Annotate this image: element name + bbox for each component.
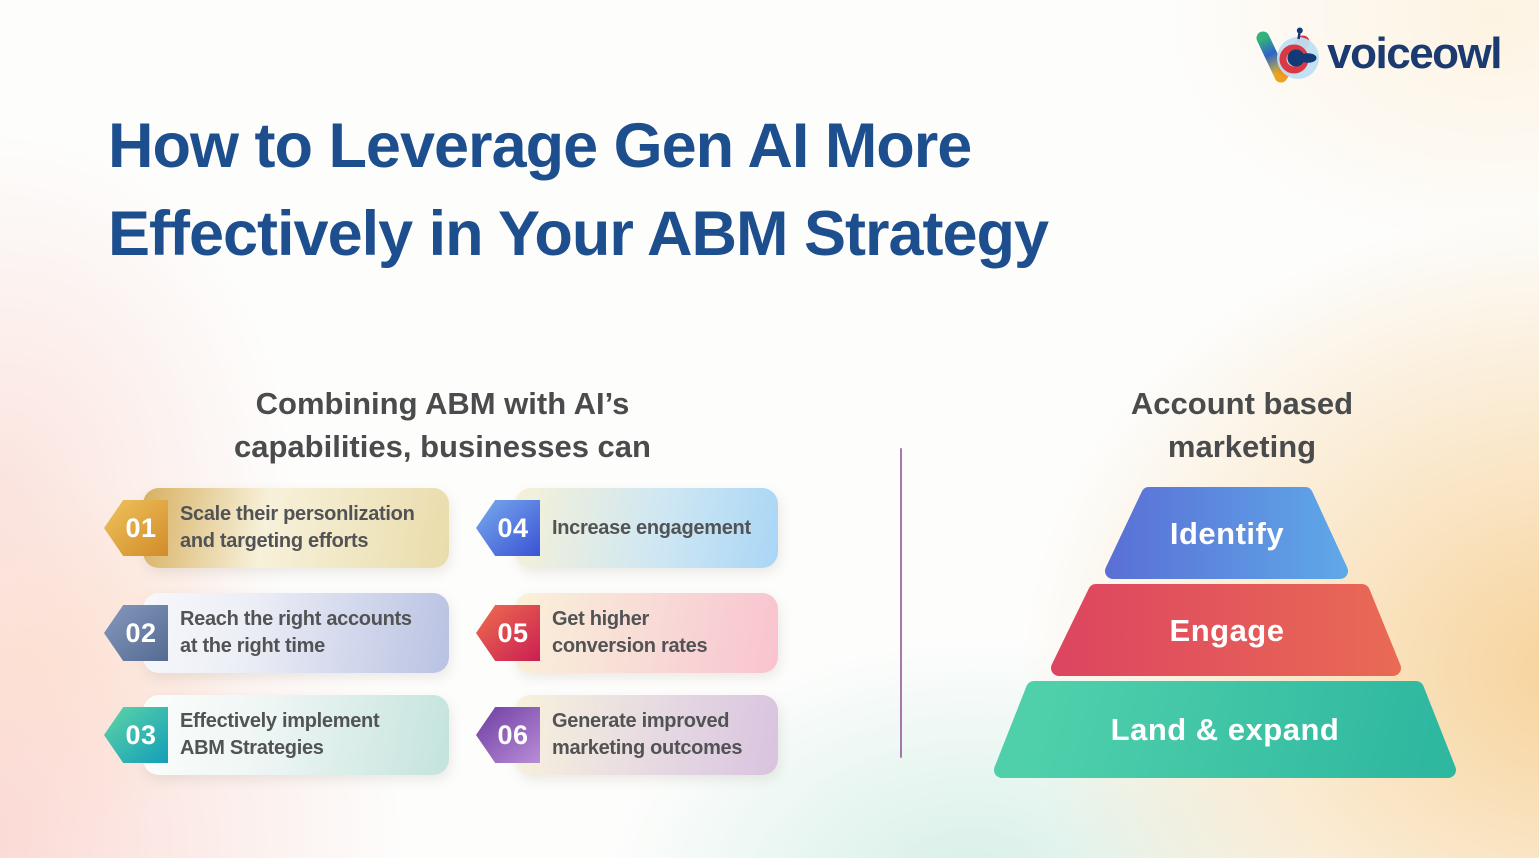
benefit-text: Effectively implement ABM Strategies [180, 708, 380, 762]
benefit-text-line: Increase engagement [552, 516, 751, 539]
benefit-card: Generate improved marketing outcomes [515, 695, 778, 775]
number-badge: 04 [476, 500, 540, 556]
benefit-item-02: Reach the right accounts at the right ti… [104, 593, 450, 673]
brand-logo: voiceowl [1251, 18, 1502, 90]
tier-label-land-expand: Land & expand [1111, 712, 1340, 747]
tier-label-identify: Identify [1170, 516, 1284, 551]
pyramid-tier-land-expand: Land & expand [994, 681, 1456, 778]
brand-wordmark: voiceowl [1327, 29, 1502, 78]
benefit-text-line: marketing outcomes [552, 737, 743, 759]
voiceowl-logo-icon [1256, 27, 1320, 83]
benefit-text-line: conversion rates [552, 635, 708, 657]
number-badge: 01 [104, 500, 168, 556]
benefit-card: Get higher conversion rates [515, 593, 778, 673]
section-divider [900, 448, 902, 758]
benefit-text: Reach the right accounts at the right ti… [180, 606, 412, 660]
badge-number: 02 [125, 617, 157, 648]
tier-label-engage: Engage [1170, 613, 1285, 648]
benefit-card: Increase engagement [515, 488, 778, 568]
page-title: How to Leverage Gen AI More Effectively … [108, 102, 1049, 278]
benefit-text: Get higher conversion rates [552, 606, 708, 660]
number-badge: 03 [104, 707, 168, 763]
benefit-text-line: Scale their personlization [180, 503, 415, 525]
page-title-line2: Effectively in Your ABM Strategy [108, 199, 1049, 269]
left-heading-line1: Combining ABM with AI’s [255, 386, 630, 421]
badge-number: 03 [125, 719, 157, 750]
benefit-text: Increase engagement [552, 515, 751, 542]
badge-number: 06 [497, 719, 529, 750]
badge-number: 01 [125, 512, 157, 543]
benefit-text-line: and targeting efforts [180, 530, 369, 552]
badge-number: 04 [497, 512, 529, 543]
benefit-item-04: Increase engagement 04 [476, 488, 778, 568]
pyramid-tier-engage: Engage [1051, 584, 1401, 676]
benefit-item-03: Effectively implement ABM Strategies 03 [104, 695, 450, 775]
left-heading-line2: capabilities, businesses can [234, 429, 651, 464]
left-section-heading: Combining ABM with AI’s capabilities, bu… [170, 382, 715, 468]
number-badge: 05 [476, 605, 540, 661]
benefit-text-line: ABM Strategies [180, 737, 324, 759]
number-badge: 02 [104, 605, 168, 661]
benefit-text-line: Effectively implement [180, 710, 380, 732]
benefit-text-line: Reach the right accounts [180, 608, 412, 630]
benefit-text: Scale their personlization and targeting… [180, 501, 415, 555]
benefit-text-line: Get higher [552, 608, 650, 630]
pyramid-tier-identify: Identify [1105, 487, 1348, 579]
benefit-card: Reach the right accounts at the right ti… [143, 593, 449, 673]
abm-pyramid: Identify Engage Land & expand [994, 487, 1456, 778]
benefit-item-01: Scale their personlization and targeting… [104, 488, 450, 568]
page-title-line1: How to Leverage Gen AI More [108, 111, 972, 181]
benefit-item-06: Generate improved marketing outcomes 06 [476, 695, 778, 775]
benefit-card: Scale their personlization and targeting… [143, 488, 449, 568]
benefit-item-05: Get higher conversion rates 05 [476, 593, 778, 673]
right-heading-line1: Account based [1130, 386, 1354, 421]
right-heading-line2: marketing [1167, 429, 1317, 464]
benefit-text-line: Generate improved [552, 710, 730, 732]
benefit-card: Effectively implement ABM Strategies [143, 695, 449, 775]
badge-number: 05 [497, 617, 529, 648]
right-section-heading: Account based marketing [1032, 382, 1452, 468]
number-badge: 06 [476, 707, 540, 763]
benefit-text: Generate improved marketing outcomes [552, 708, 743, 762]
benefit-text-line: at the right time [180, 635, 325, 657]
